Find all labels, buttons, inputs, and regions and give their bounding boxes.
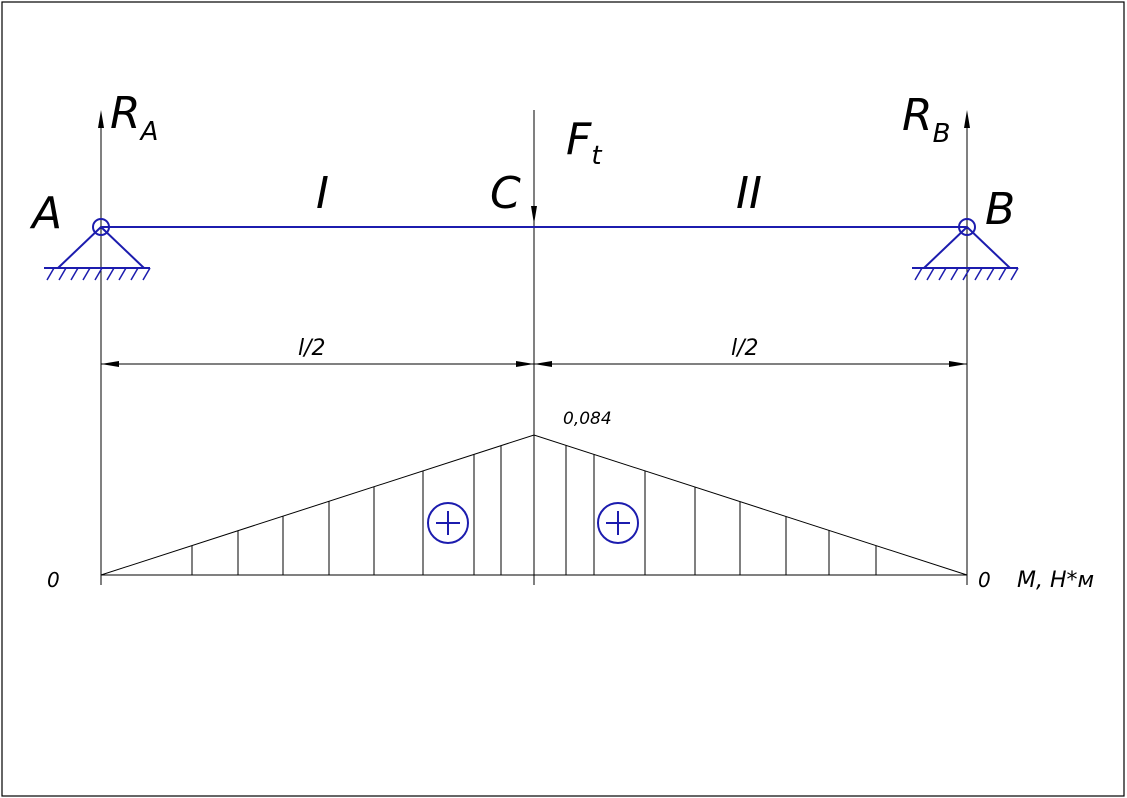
- label-dim-left: l/2: [298, 336, 326, 361]
- label-dim-right: l/2: [731, 336, 759, 361]
- label-force: Ft: [566, 114, 602, 171]
- support-a: [44, 218, 151, 281]
- moment-diagram: [100, 434, 968, 576]
- label-zero-right: 0: [978, 568, 991, 592]
- label-zero-left: 0: [47, 568, 60, 592]
- label-segment-1: I: [316, 168, 329, 219]
- support-b: [912, 218, 1019, 281]
- force-main: F: [566, 114, 592, 165]
- sign-right: [597, 502, 639, 544]
- dimension-line: [101, 361, 967, 367]
- force-sub: t: [591, 141, 602, 171]
- label-segment-2: II: [736, 168, 762, 219]
- label-peak-value: 0,084: [563, 409, 612, 429]
- moment-hatching: [191, 445, 877, 575]
- reaction-a-sub: A: [139, 117, 159, 147]
- label-reaction-b: RB: [902, 90, 950, 149]
- label-point-c: C: [490, 168, 521, 219]
- reaction-b-arrow: [964, 110, 970, 128]
- reaction-b-main: R: [902, 90, 933, 141]
- sign-left: [427, 502, 469, 544]
- label-moment-unit: M, H*м: [1017, 568, 1094, 593]
- reaction-b-sub: B: [933, 119, 951, 149]
- moment-curve: [100, 434, 968, 576]
- reaction-a-arrow: [98, 110, 104, 128]
- label-support-a: A: [29, 188, 62, 239]
- label-reaction-a: RA: [110, 88, 158, 147]
- force-arrow: [531, 206, 537, 224]
- label-support-b: B: [985, 184, 1015, 235]
- reaction-a-main: R: [110, 88, 141, 139]
